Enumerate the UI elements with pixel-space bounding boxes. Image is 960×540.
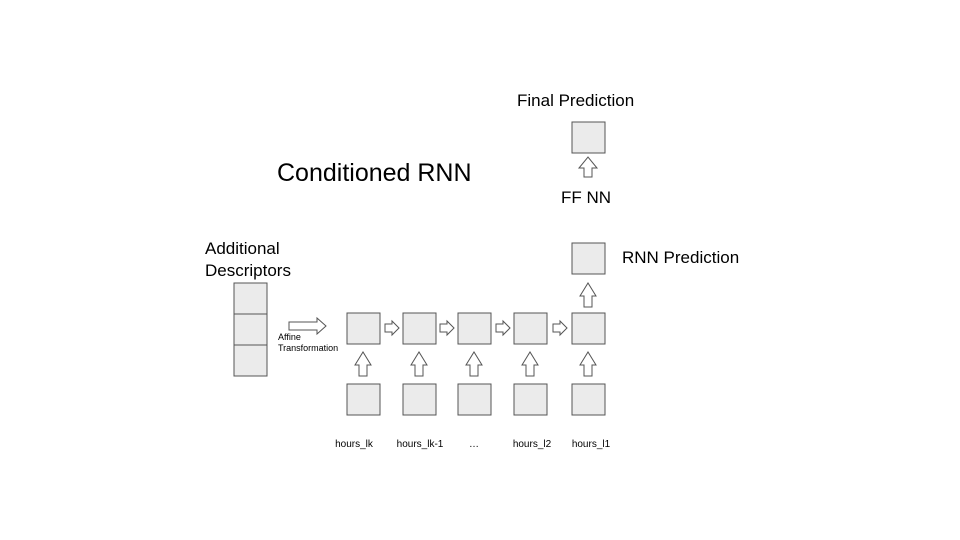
affine-label-line2: Transformation — [278, 343, 339, 353]
input-cell-3 — [457, 383, 492, 416]
diagram-title: Conditioned RNN — [277, 159, 472, 187]
descriptor-cell-1 — [233, 282, 268, 315]
rnn-cell-4 — [513, 312, 548, 345]
rnn-cell-5 — [571, 312, 606, 345]
up-arrow-icon-1 — [354, 351, 372, 377]
right-arrow-icon-2 — [439, 319, 455, 337]
affine-arrow-icon — [288, 316, 327, 336]
input-cell-5 — [571, 383, 606, 416]
up-arrow-icon-4 — [521, 351, 539, 377]
timestep-label: … — [469, 439, 479, 450]
timestep-label: hours_lk — [335, 439, 373, 450]
descriptor-cell-2 — [233, 313, 268, 346]
final-prediction-box — [571, 121, 606, 154]
up-arrow-icon-2 — [410, 351, 428, 377]
rnn-cell-3 — [457, 312, 492, 345]
timestep-label: hours_l2 — [512, 439, 552, 450]
descriptors-label-line1: Additional — [205, 239, 280, 258]
up-arrow-icon-5 — [579, 351, 597, 377]
affine-label-line1: Affine — [278, 332, 301, 342]
timestep-label: hours_l1 — [571, 439, 611, 450]
right-arrow-icon-3 — [495, 319, 511, 337]
up-arrow-icon-ffnn-output — [577, 156, 599, 178]
descriptors-label-line2: Descriptors — [205, 261, 291, 280]
affine-transformation-label: Affine Transformation — [278, 332, 338, 354]
descriptor-cell-3 — [233, 344, 268, 377]
rnn-cell-1 — [346, 312, 381, 345]
right-arrow-icon-4 — [552, 319, 568, 337]
input-cell-2 — [402, 383, 437, 416]
additional-descriptors-label: Additional Descriptors — [205, 238, 291, 282]
rnn-prediction-label: RNN Prediction — [622, 248, 740, 267]
rnn-cell-2 — [402, 312, 437, 345]
ff-nn-label: FF NN — [561, 188, 612, 207]
rnn-prediction-box — [571, 242, 606, 275]
up-arrow-icon-rnn-output — [579, 282, 597, 308]
right-arrow-icon-1 — [384, 319, 400, 337]
final-prediction-label: Final Prediction — [517, 91, 635, 110]
input-cell-4 — [513, 383, 548, 416]
timestep-label: hours_lk-1 — [396, 439, 444, 450]
input-cell-1 — [346, 383, 381, 416]
up-arrow-icon-3 — [465, 351, 483, 377]
